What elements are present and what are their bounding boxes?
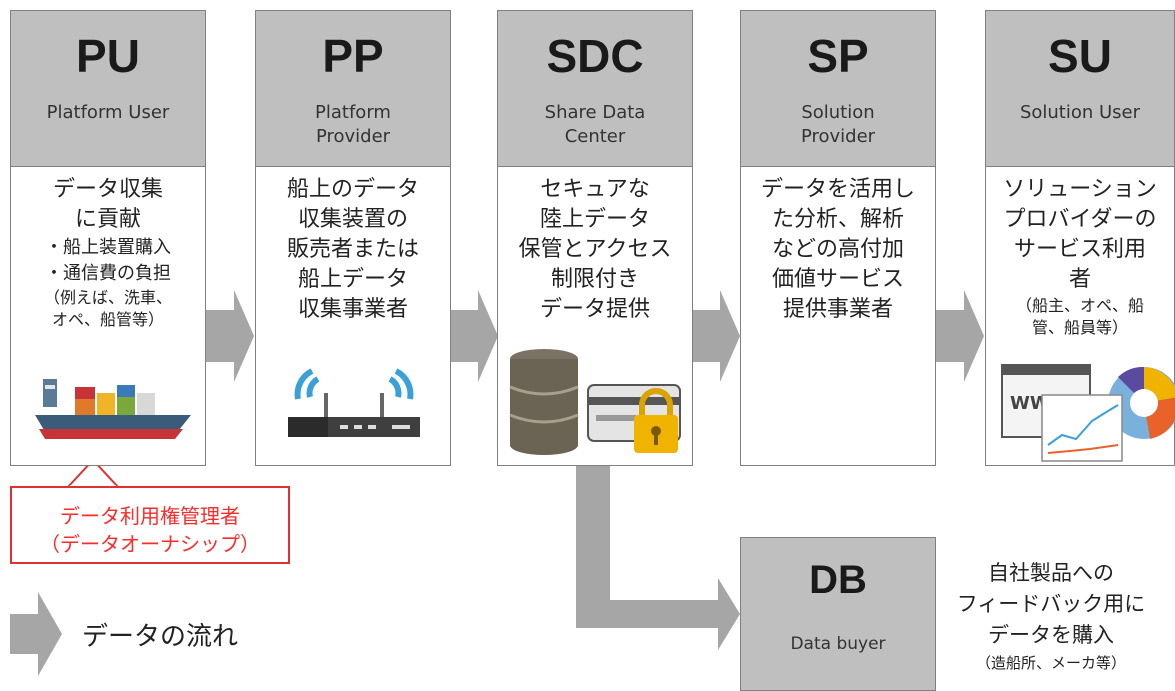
column-pu-abbr: PU: [76, 30, 140, 82]
column-sdc-header: SDC Share Data Center: [498, 11, 692, 167]
column-sp-fullname: Solution Provider: [800, 102, 876, 147]
column-sp-description: データを活用し た分析、解析 などの高付加 価値サービス 提供事業者: [760, 177, 915, 322]
column-sdc-fullname: Share Data Center: [544, 102, 646, 147]
data-rights-callout: データ利用権管理者 （データオーナシップ）: [10, 486, 290, 564]
column-pu: PU Platform User データ収集 に貢献 ・船上装置購入 ・通信費の…: [10, 10, 206, 466]
column-pp: PP Platform Provider 船上のデータ 収集装置の 販売者または…: [255, 10, 451, 466]
column-pu-description: データ収集 に貢献 ・船上装置購入 ・通信費の負担 （例えば、洗車、 オペ、船管…: [43, 177, 172, 329]
container-ship-icon: [35, 379, 191, 439]
data-buyer-box: DB Data buyer: [740, 537, 936, 691]
column-pp-fullname: Platform Provider: [315, 102, 391, 147]
column-sdc-abbr: SDC: [546, 30, 644, 82]
column-pu-header: PU Platform User: [11, 11, 205, 167]
column-sp-header: SP Solution Provider: [741, 11, 935, 167]
callout-line-1: データ利用権管理者: [60, 504, 240, 528]
db-fullname: Data buyer: [790, 634, 886, 654]
legend-label: データの流れ: [82, 622, 239, 652]
flow-arrow-pu-pp: [206, 290, 254, 382]
secure-database-icon: [509, 349, 681, 455]
flow-arrow-sdc-sp: [692, 290, 740, 382]
column-su-fullname: Solution User: [1019, 102, 1141, 123]
column-su: SU Solution User ソリューション プロバイダーの サービス利用 …: [985, 10, 1175, 466]
column-sp: SP Solution Provider データを活用し た分析、解析 などの高…: [740, 10, 936, 466]
db-description: 自社製品への フィードバック用に データを購入 （造船所、メーカ等）: [956, 561, 1146, 672]
column-pu-fullname: Platform User: [46, 102, 170, 123]
column-su-abbr: SU: [1048, 30, 1112, 82]
column-pp-header: PP Platform Provider: [256, 11, 450, 167]
analytics-dashboard-icon: WWW: [1001, 364, 1175, 462]
column-su-header: SU Solution User: [986, 11, 1174, 167]
flow-arrow-pp-sdc: [451, 290, 498, 382]
flow-arrow-sp-su: [936, 290, 984, 382]
legend-arrow: [10, 592, 62, 676]
wifi-router-icon: [288, 368, 420, 437]
column-sp-abbr: SP: [807, 30, 869, 82]
db-abbr: DB: [809, 558, 867, 602]
column-pp-description: 船上のデータ 収集装置の 販売者または 船上データ 収集事業者: [286, 177, 419, 322]
column-pp-abbr: PP: [322, 30, 384, 82]
column-sdc: SDC Share Data Center セキュアな 陸上データ 保管とアクセ…: [497, 10, 693, 466]
column-su-description: ソリューション プロバイダーの サービス利用 者 （船主、オペ、船 管、船員等）: [1003, 177, 1157, 337]
flow-arrow-sdc-db: [576, 466, 740, 650]
callout-line-2: （データオーナシップ）: [40, 532, 260, 556]
column-sdc-description: セキュアな 陸上データ 保管とアクセス 制限付き データ提供: [518, 177, 672, 322]
